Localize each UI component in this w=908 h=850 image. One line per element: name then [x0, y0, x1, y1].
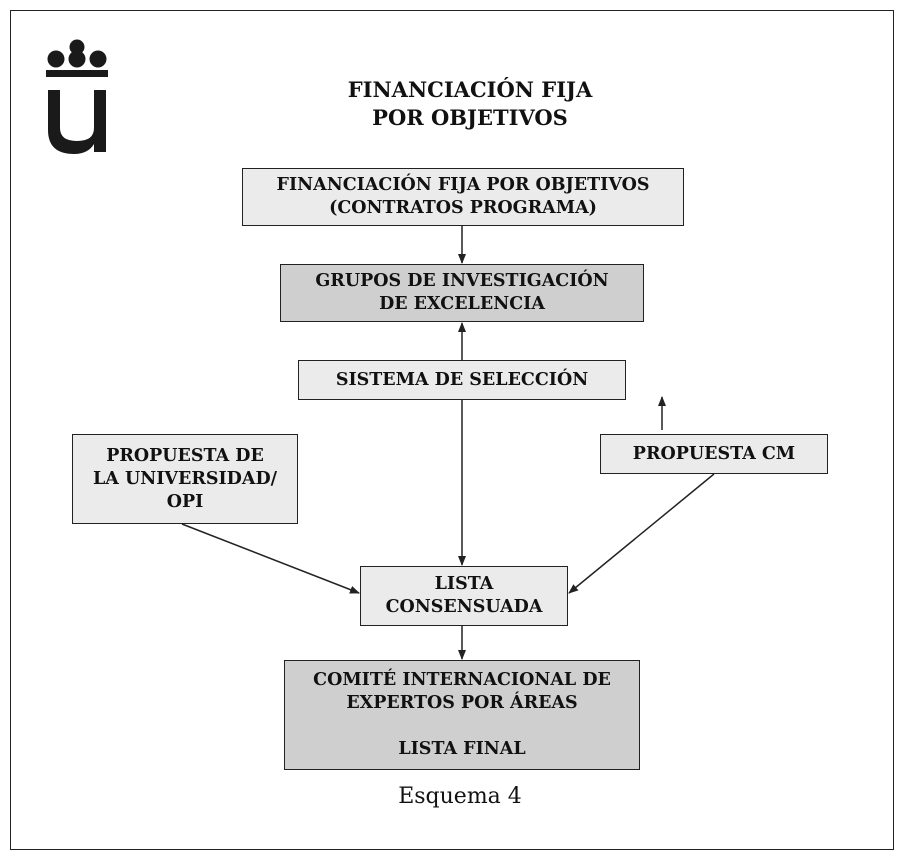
box-lista-line-1: LISTA: [434, 574, 494, 594]
box-financiacion-fija: FINANCIACIÓN FIJA POR OBJETIVOS (CONTRAT…: [242, 168, 684, 226]
diagram-caption: Esquema 4: [398, 784, 522, 809]
box-sistema-seleccion: SISTEMA DE SELECCIÓN: [298, 360, 626, 400]
box-lista-consensuada: LISTA CONSENSUADA: [360, 566, 568, 626]
box-grupos-line-1: GRUPOS DE INVESTIGACIÓN: [315, 271, 609, 291]
box-comite-line-1: COMITÉ INTERNACIONAL DE: [313, 670, 611, 690]
box-seleccion-line-1: SISTEMA DE SELECCIÓN: [335, 369, 589, 390]
box-universidad-line-1: PROPUESTA DE: [106, 445, 264, 466]
box-cm-line-1: PROPUESTA CM: [632, 443, 796, 464]
box-financiacion-line-1: FINANCIACIÓN FIJA POR OBJETIVOS: [276, 175, 650, 195]
university-logo-icon: [46, 39, 108, 154]
box-grupos-investigacion: GRUPOS DE INVESTIGACIÓN DE EXCELENCIA: [280, 264, 644, 322]
title-line-1: FINANCIACIÓN FIJA: [347, 77, 593, 102]
title-line-2: POR OBJETIVOS: [372, 105, 568, 130]
box-financiacion-line-2: (CONTRATOS PROGRAMA): [329, 198, 597, 218]
box-lista-line-2: CONSENSUADA: [385, 597, 543, 617]
box-universidad-line-3: OPI: [166, 491, 204, 512]
box-comite-line-2: EXPERTOS POR ÁREAS: [346, 693, 578, 713]
box-propuesta-cm: PROPUESTA CM: [600, 434, 828, 474]
box-comite-line-3: LISTA FINAL: [398, 739, 526, 759]
box-comite-internacional: COMITÉ INTERNACIONAL DE EXPERTOS POR ÁRE…: [284, 660, 640, 770]
box-propuesta-universidad: PROPUESTA DE LA UNIVERSIDAD/ OPI: [72, 434, 298, 524]
box-grupos-line-2: DE EXCELENCIA: [379, 294, 545, 314]
box-universidad-line-2: LA UNIVERSIDAD/: [92, 468, 278, 489]
diagram-title: FINANCIACIÓN FIJA POR OBJETIVOS: [260, 76, 680, 132]
